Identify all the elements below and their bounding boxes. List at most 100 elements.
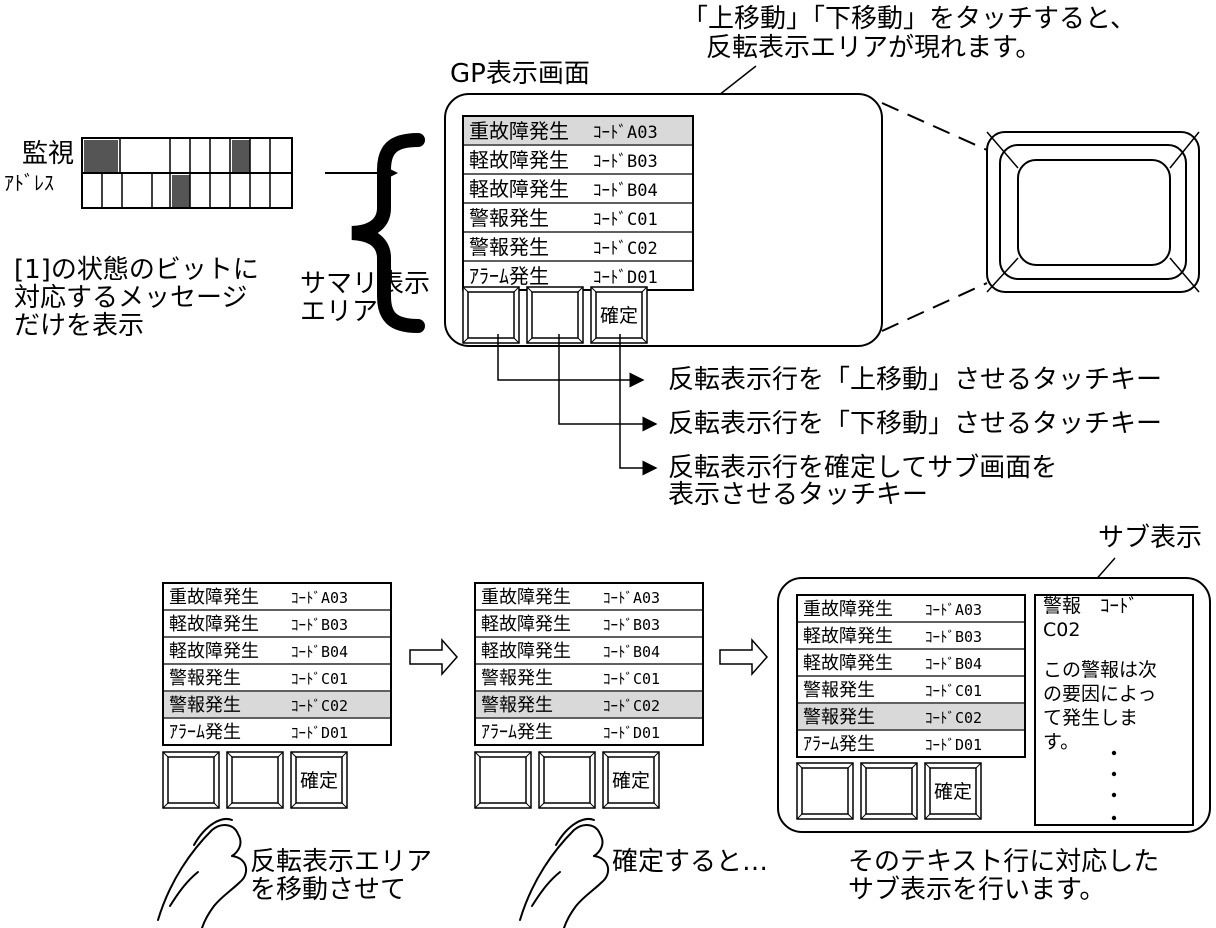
- message-code: ｺｰﾄﾞC01: [291, 670, 348, 688]
- sub-text-line: C02: [1043, 619, 1080, 641]
- bit-cell-on: [84, 140, 118, 172]
- message-code: ｺｰﾄﾞC02: [291, 697, 348, 715]
- message-code: ｺｰﾄﾞD01: [593, 268, 658, 288]
- key-confirm-leader: [619, 334, 658, 476]
- confirm-key[interactable]: [607, 756, 655, 804]
- key-bevel: [513, 286, 520, 293]
- message-name: ｱﾗｰﾑ発生: [469, 264, 549, 288]
- bezel-corner-br: [1169, 257, 1200, 293]
- key-bevel: [589, 802, 596, 809]
- key-bevel: [860, 813, 867, 820]
- top-touch-keys[interactable]: 確定: [462, 286, 648, 344]
- confirm-key[interactable]: [929, 767, 977, 815]
- message-code: ｺｰﾄﾞA03: [593, 123, 658, 143]
- message-name: 重故障発生: [481, 587, 571, 608]
- message-code: ｺｰﾄﾞB03: [593, 152, 658, 172]
- hand-icon-2: [519, 818, 610, 928]
- key-bevel: [924, 813, 931, 820]
- sub-text-line: 警報 ｺｰﾄﾞ: [1043, 595, 1138, 617]
- bit-note-line2: 対応するメッセージ: [14, 283, 247, 313]
- key-bevel: [290, 751, 297, 758]
- key-bevel: [796, 762, 803, 769]
- message-code: ｺｰﾄﾞB04: [291, 643, 348, 661]
- key-bevel: [525, 751, 532, 758]
- key-confirm-note-2: 表示させるタッチキー: [668, 480, 928, 510]
- message-code: ｺｰﾄﾞA03: [603, 589, 660, 607]
- step3-touch-keys[interactable]: 確定: [796, 762, 982, 820]
- up-key[interactable]: [479, 756, 527, 804]
- key-bevel: [341, 802, 348, 809]
- monitor-bit-grid: [81, 137, 293, 209]
- message-name: 軽故障発生: [481, 614, 571, 635]
- message-code: ｺｰﾄﾞC01: [603, 670, 660, 688]
- step1-touch-keys[interactable]: 確定: [162, 751, 348, 809]
- message-code: ｺｰﾄﾞC02: [593, 239, 658, 259]
- message-name: 重故障発生: [169, 587, 259, 608]
- key-bevel: [911, 762, 918, 769]
- key-bevel: [847, 813, 854, 820]
- message-code: ｺｰﾄﾞC01: [925, 682, 982, 700]
- key-bevel: [538, 751, 545, 758]
- key-bevel: [526, 337, 533, 344]
- message-code: ｺｰﾄﾞC02: [603, 697, 660, 715]
- key-bevel: [162, 802, 169, 809]
- down-key[interactable]: [231, 756, 279, 804]
- key-bevel: [590, 286, 597, 293]
- key-bevel: [641, 286, 648, 293]
- message-name: 警報発生: [803, 707, 875, 728]
- sub-text-line: す。: [1043, 731, 1079, 753]
- key-bevel: [341, 751, 348, 758]
- confirm-key-label: 確定: [612, 770, 650, 792]
- message-code: ｺｰﾄﾞB04: [593, 181, 658, 201]
- step1-caption-1: 反転表示エリア: [250, 847, 432, 877]
- step2-message-list: 重故障発生ｺｰﾄﾞA03軽故障発生ｺｰﾄﾞB03軽故障発生ｺｰﾄﾞB04警報発生…: [474, 582, 704, 746]
- key-bevel: [462, 337, 469, 344]
- key-bevel: [474, 802, 481, 809]
- key-bevel: [653, 802, 660, 809]
- bezel-corner-tl: [986, 131, 1019, 169]
- key-bevel: [847, 762, 854, 769]
- step1-message-list: 重故障発生ｺｰﾄﾞA03軽故障発生ｺｰﾄﾞB03軽故障発生ｺｰﾄﾞB04警報発生…: [162, 582, 392, 746]
- message-code: ｺｰﾄﾞB03: [925, 628, 982, 646]
- key-bevel: [162, 751, 169, 758]
- message-code: ｺｰﾄﾞB03: [291, 616, 348, 634]
- key-bevel: [602, 751, 609, 758]
- message-name: 警報発生: [481, 668, 553, 689]
- bit-cell-on: [172, 175, 190, 207]
- key-bevel: [589, 751, 596, 758]
- down-key[interactable]: [543, 756, 591, 804]
- key-bevel: [526, 286, 533, 293]
- step1-caption-2: を移動させて: [250, 875, 406, 905]
- key-bevel: [213, 751, 220, 758]
- message-name: 軽故障発生: [169, 641, 259, 662]
- up-key[interactable]: [467, 291, 515, 339]
- step-arrow-2: [719, 638, 769, 676]
- monitor-label-1: 監視: [22, 139, 74, 169]
- message-name: 軽故障発生: [469, 148, 569, 172]
- confirm-key[interactable]: [295, 756, 343, 804]
- message-name: 軽故障発生: [481, 641, 571, 662]
- key-bevel: [641, 337, 648, 344]
- step2-caption: 確定すると…: [612, 847, 768, 877]
- key-bevel: [924, 762, 931, 769]
- sub-text-line: この警報は次: [1043, 659, 1157, 681]
- summary-area-label-2: エリア: [300, 297, 378, 327]
- key-bevel: [590, 337, 597, 344]
- sub-text-line: の要因によっ: [1043, 683, 1156, 705]
- ellipsis-dot-4: [1111, 815, 1117, 821]
- key-up-leader: [497, 334, 645, 388]
- key-bevel: [860, 762, 867, 769]
- gp-screen-label: GP表示画面: [450, 59, 590, 89]
- up-key[interactable]: [801, 767, 849, 815]
- up-key[interactable]: [167, 756, 215, 804]
- down-key[interactable]: [531, 291, 579, 339]
- message-name: 警報発生: [481, 695, 553, 716]
- down-key[interactable]: [865, 767, 913, 815]
- step2-touch-keys[interactable]: 確定: [474, 751, 660, 809]
- key-bevel: [796, 813, 803, 820]
- key-bevel: [975, 813, 982, 820]
- confirm-key[interactable]: [595, 291, 643, 339]
- key-bevel: [577, 286, 584, 293]
